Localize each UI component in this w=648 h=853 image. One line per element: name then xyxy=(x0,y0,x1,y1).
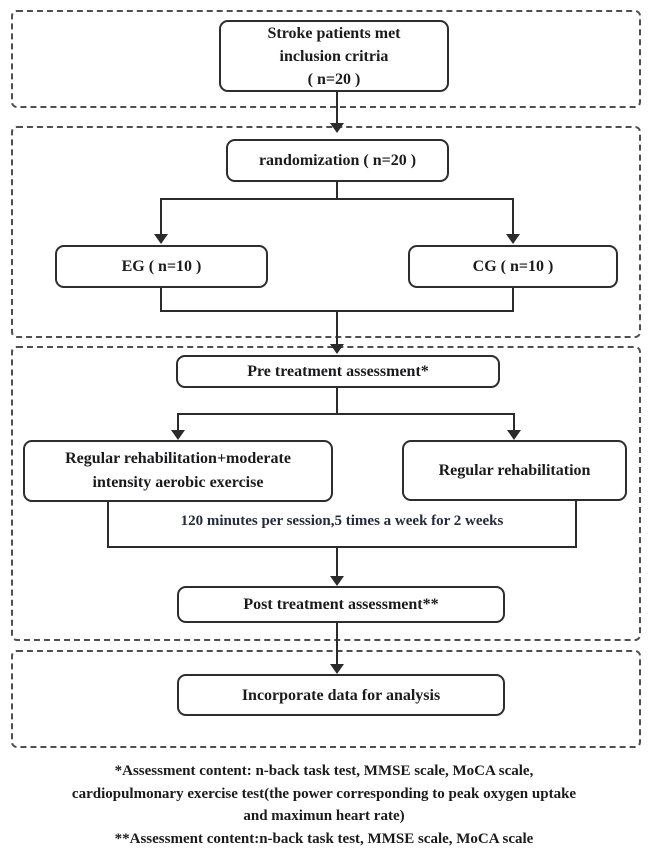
inclusion-line-2: inclusion critria xyxy=(279,47,389,65)
session-schedule-note: 120 minutes per session,5 times a week f… xyxy=(180,513,504,529)
eg-treatment-line-2: intensity aerobic exercise xyxy=(92,474,264,491)
connector-merge-to-pre-line xyxy=(336,310,338,345)
connector-cg-merge-line xyxy=(512,288,514,312)
section-enrollment-frame xyxy=(11,10,641,108)
footnote-line-3: and maximun heart rate) xyxy=(243,808,405,824)
connector-pre-stem-line xyxy=(336,388,338,415)
cg-label: CG ( n=10 ) xyxy=(472,258,554,275)
connector-treatment-branch-line xyxy=(177,413,515,415)
connector-branch-to-eg-treatment-line xyxy=(177,413,179,431)
connector-inclusion-to-randomization-line xyxy=(336,92,338,124)
assessment-footnotes: *Assessment content: n-back task test, M… xyxy=(10,760,638,850)
connector-post-to-analysis-line xyxy=(336,623,338,666)
footnote-line-4: **Assessment content:n-back task test, M… xyxy=(114,830,534,847)
section-analysis-frame xyxy=(11,650,641,748)
connector-eg-merge-line xyxy=(160,288,162,312)
arrowhead-into-cg-treatment xyxy=(507,430,521,440)
box-control-group: CG ( n=10 ) xyxy=(408,245,618,288)
connector-branch-to-cg-treatment-line xyxy=(513,413,515,431)
box-randomization: randomization ( n=20 ) xyxy=(226,139,449,182)
box-experimental-group: EG ( n=10 ) xyxy=(55,245,268,288)
arrowhead-into-cg xyxy=(506,234,520,244)
arrowhead-into-post-assessment xyxy=(330,576,344,586)
box-post-treatment-assessment: Post treatment assessment** xyxy=(177,586,505,623)
analysis-label: Incorporate data for analysis xyxy=(241,686,441,704)
box-incorporate-analysis: Incorporate data for analysis xyxy=(177,674,505,716)
randomization-label: randomization ( n=20 ) xyxy=(258,152,417,169)
footnote-line-1: *Assessment content: n-back task test, M… xyxy=(114,763,534,779)
inclusion-line-1: Stroke patients met xyxy=(267,24,401,42)
arrowhead-into-pre-assessment xyxy=(330,344,344,354)
section-intervention-frame xyxy=(11,346,641,641)
connector-bracket-horizontal-line xyxy=(107,546,577,548)
connector-branch-to-cg-line xyxy=(512,198,514,235)
box-inclusion-criteria: Stroke patients met inclusion critria ( … xyxy=(219,20,449,92)
box-cg-treatment: Regular rehabilitation xyxy=(402,440,627,501)
pre-assessment-label: Pre treatment assessment* xyxy=(247,363,429,380)
arrowhead-into-eg-treatment xyxy=(171,430,185,440)
post-assessment-label: Post treatment assessment** xyxy=(243,596,439,613)
arrowhead-into-randomization xyxy=(330,123,344,133)
connector-branch-to-eg-line xyxy=(160,198,162,235)
arrowhead-into-eg xyxy=(154,234,168,244)
connector-randomization-stem-line xyxy=(336,182,338,200)
box-pre-treatment-assessment: Pre treatment assessment* xyxy=(176,355,500,388)
connector-eg-treatment-down-line xyxy=(107,502,109,548)
inclusion-line-3: ( n=20 ) xyxy=(307,70,361,88)
connector-bracket-to-post-line xyxy=(336,548,338,577)
eg-treatment-line-1: Regular rehabilitation+moderate xyxy=(65,450,291,467)
footnote-line-2: cardiopulmonary exercise test(the power … xyxy=(71,785,577,802)
connector-randomization-branch-line xyxy=(161,198,514,200)
eg-label: EG ( n=10 ) xyxy=(121,258,202,275)
arrowhead-into-analysis xyxy=(330,664,344,674)
cg-treatment-label: Regular rehabilitation xyxy=(438,462,591,479)
section-randomization-frame xyxy=(11,126,641,338)
box-eg-treatment: Regular rehabilitation+moderate intensit… xyxy=(23,440,333,502)
connector-cg-treatment-down-line xyxy=(575,501,577,548)
